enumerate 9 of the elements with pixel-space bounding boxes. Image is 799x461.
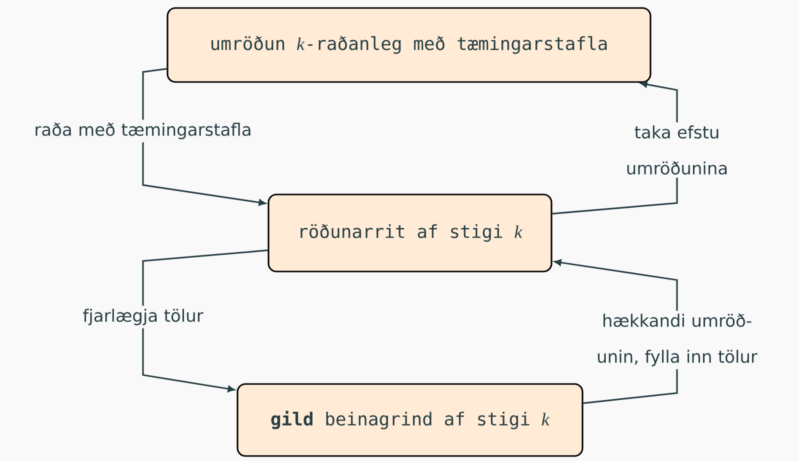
- process-box: umröðun k-raðanleg með tæmingarstafla: [166, 7, 652, 83]
- edge-label: hækkandi umröð- unin, fylla inn tölur: [598, 314, 758, 366]
- edge-label: raða með tæmingarstafla: [36, 122, 250, 140]
- arrow: [142, 68, 266, 206]
- process-box: gild beinagrind af stigi k: [236, 383, 584, 457]
- edge-label: fjarlægja tölur: [83, 308, 204, 326]
- arrow: [142, 250, 268, 392]
- process-box: röðunarrit af stigi k: [268, 194, 552, 272]
- edge-label: taka efstu umröðunina: [627, 125, 727, 175]
